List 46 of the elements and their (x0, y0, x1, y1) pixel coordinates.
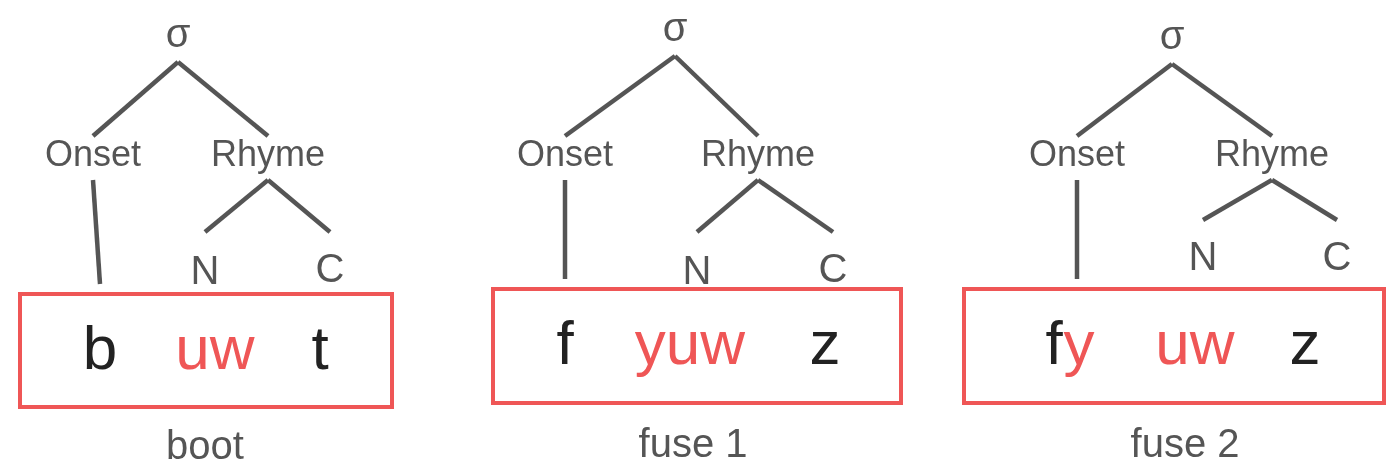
tree-branch-line (90, 179, 103, 285)
onset-label: Onset (1029, 132, 1125, 176)
syllable-label: σ (662, 2, 688, 52)
tree-branch-line (1074, 180, 1080, 279)
tree-branch-line (562, 180, 568, 279)
syllable-label: σ (1159, 10, 1185, 60)
transcription-box (962, 287, 1386, 405)
tree-branch-line (176, 60, 270, 138)
phoneme-text: uw (1155, 307, 1235, 378)
tree-branch-line (673, 54, 760, 138)
phoneme-text: f (1045, 307, 1063, 378)
rhyme-label: Rhyme (211, 132, 325, 176)
onset-label: Onset (517, 132, 613, 176)
nucleus-label: N (190, 228, 220, 292)
phoneme-text: uw (175, 312, 255, 382)
coda-label: C (818, 228, 848, 290)
coda-label: C (1322, 216, 1352, 278)
phoneme-text: t (311, 312, 329, 382)
tree-branch-line (1270, 178, 1339, 222)
coda-label: C (315, 228, 345, 290)
phoneme-text: z (809, 307, 841, 378)
rhyme-label: Rhyme (1215, 132, 1329, 176)
phoneme-text: f (556, 307, 574, 378)
phoneme-text: b (82, 312, 118, 382)
transcription-box (18, 292, 394, 409)
word-caption: fuse 1 (638, 420, 748, 466)
phoneme-text: z (1289, 307, 1321, 378)
tree-branch-line (695, 178, 760, 234)
tree-branch-line (563, 54, 677, 138)
tree-branch-line (1201, 178, 1274, 222)
tree-branch-line (756, 178, 835, 234)
tree-branch-line (91, 60, 180, 138)
phoneme-text: yuw (634, 307, 746, 378)
tree-branch-line (266, 178, 332, 234)
phoneme-text: y (1063, 307, 1095, 378)
word-caption: fuse 2 (1130, 420, 1240, 466)
transcription-box (491, 287, 903, 405)
nucleus-label: N (1188, 216, 1218, 278)
rhyme-label: Rhyme (701, 132, 815, 176)
word-caption: boot (166, 422, 244, 468)
tree-branch-line (1075, 62, 1174, 138)
tree-branch-line (1170, 62, 1274, 138)
nucleus-label: N (682, 228, 712, 292)
syllable-label: σ (165, 8, 191, 58)
tree-branch-line (203, 178, 270, 234)
onset-label: Onset (45, 132, 141, 176)
